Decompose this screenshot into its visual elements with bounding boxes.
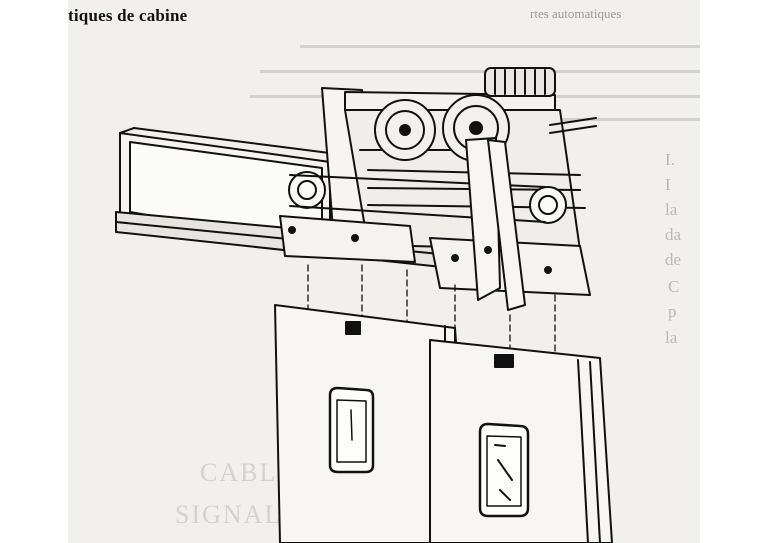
- bleed-margin-letter: I.: [665, 150, 675, 169]
- pulley-small-left: [288, 171, 326, 209]
- bleed-margin-letter: I: [665, 175, 671, 194]
- bleed-text-line: [260, 70, 700, 73]
- alignment-lines: [307, 264, 556, 361]
- pulley-large-left: [374, 99, 436, 161]
- door-clutch: [465, 137, 526, 311]
- door-window-right: [478, 422, 530, 518]
- page-heading: tiques de cabine: [68, 6, 188, 25]
- bleed-margin-letter: la: [665, 200, 678, 219]
- bleed-margin-letter: de: [665, 250, 682, 269]
- pulley-small-right: [529, 186, 567, 224]
- bleed-margin-letter: p: [668, 302, 677, 321]
- motor-block: [484, 67, 597, 134]
- door-hanger-left: [279, 215, 416, 263]
- bleed-margin-letter: la: [665, 328, 678, 347]
- door-window-left: [328, 386, 375, 474]
- bleed-through-heading: rtes automatiques: [530, 6, 622, 21]
- bleed-margin-letter: C: [668, 277, 680, 296]
- bleed-margin-letter: da: [665, 225, 682, 244]
- bleed-text-line: [300, 45, 700, 48]
- bleed-text-line: [540, 118, 700, 121]
